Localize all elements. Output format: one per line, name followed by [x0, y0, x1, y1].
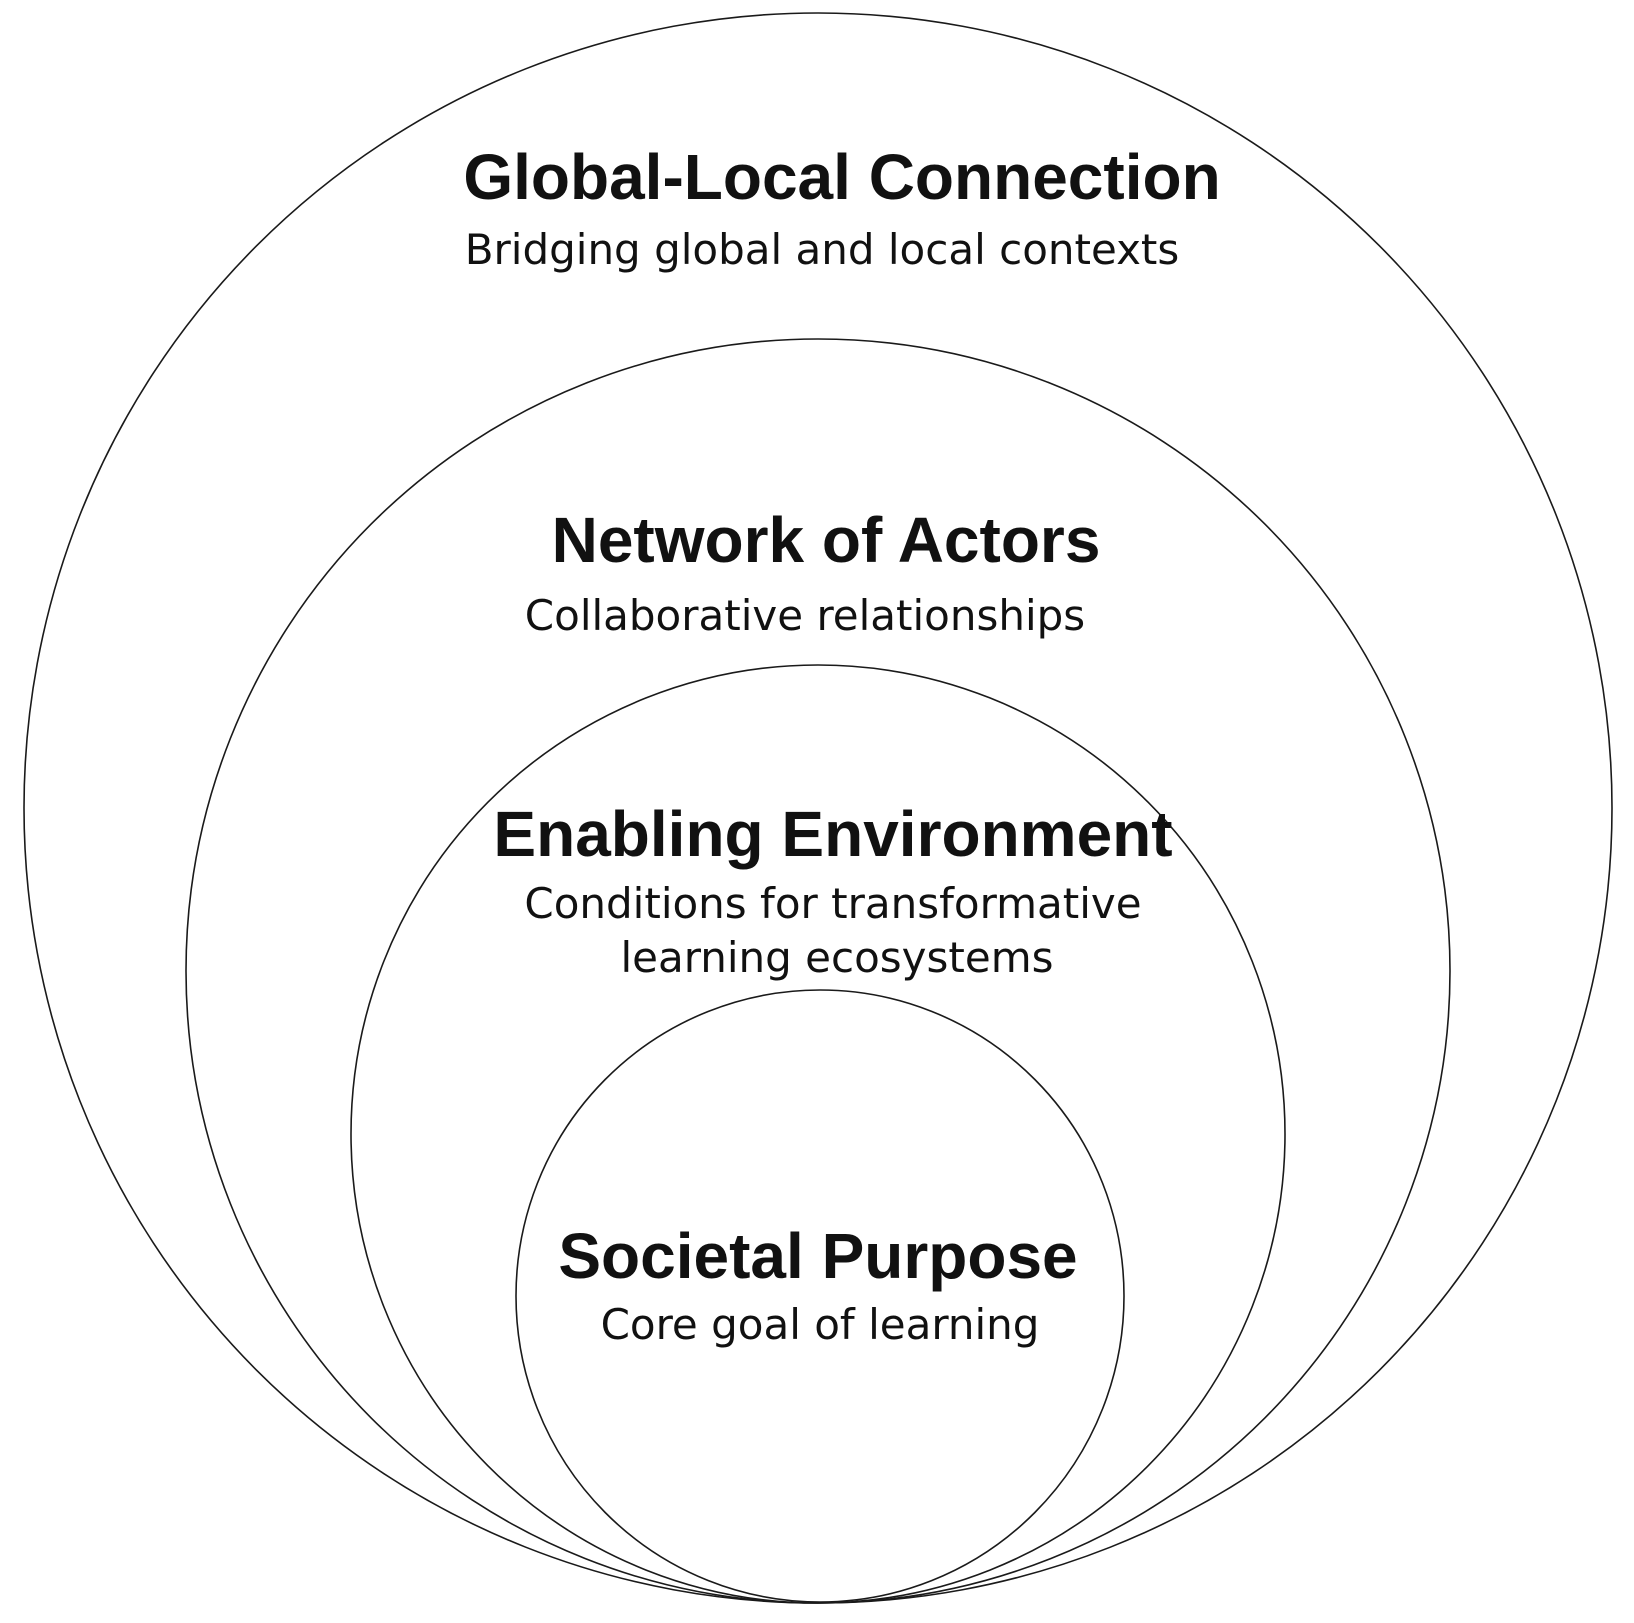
- layer-description-societal-purpose: Core goal of learning: [601, 1300, 1040, 1349]
- layer-description-enabling-environment-line-1: Conditions for transformative: [524, 879, 1141, 928]
- ring-societal-purpose: [515, 989, 1125, 1603]
- layer-title-network-of-actors: Network of Actors: [552, 504, 1101, 576]
- layer-title-global-local-connection: Global-Local Connection: [463, 141, 1220, 213]
- layer-title-enabling-environment: Enabling Environment: [493, 798, 1172, 870]
- layer-description-enabling-environment-line-2: learning ecosystems: [620, 933, 1053, 982]
- layer-title-societal-purpose: Societal Purpose: [558, 1220, 1077, 1292]
- layer-description-global-local-connection: Bridging global and local contexts: [465, 225, 1180, 274]
- layer-description-network-of-actors: Collaborative relationships: [525, 591, 1085, 640]
- layer-societal-purpose: Societal Purpose Core goal of learning: [515, 989, 1125, 1603]
